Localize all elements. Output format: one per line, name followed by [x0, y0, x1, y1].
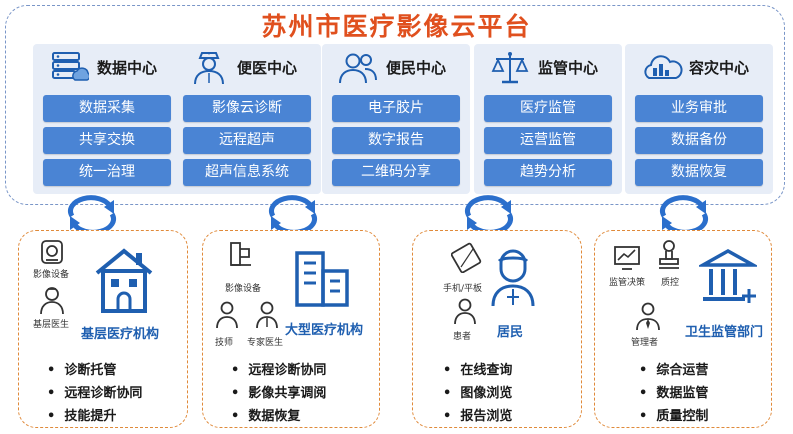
sync-arrows-icon [465, 195, 513, 234]
imaging-device-icon [41, 240, 63, 264]
center-item[interactable]: 趋势分析 [484, 159, 612, 186]
sync-arrows-icon [269, 195, 317, 234]
doctor-icon [194, 52, 224, 85]
center-card-public: 便民中心 电子胶片 数字报告 二维码分享 [322, 44, 470, 194]
actor-label: 管理者 [631, 338, 659, 348]
clinic-building-icon [95, 248, 153, 313]
doctor-icon [40, 287, 64, 315]
entity-card-large-hospital: 影像设备 技师 专家医生 大型医疗机构 远程诊断协同 影像共享调阅 数据恢复 [202, 230, 380, 428]
specialist-doctor-icon [256, 301, 278, 329]
quality-stamp-icon [659, 240, 679, 269]
feature-item: 远程诊断协同 [47, 382, 142, 405]
center-item[interactable]: 共享交换 [43, 127, 171, 154]
center-title: 容灾中心 [689, 59, 750, 77]
feature-list: 诊断托管 远程诊断协同 技能提升 [47, 359, 142, 428]
center-item[interactable]: 统一治理 [43, 159, 171, 186]
center-title: 便医中心 [237, 59, 298, 77]
actor-label: 手机/平板 [443, 284, 483, 294]
people-icon [339, 53, 377, 84]
center-item[interactable]: 数据恢复 [635, 159, 763, 186]
center-card-doctor: 便医中心 影像云诊断 远程超声 超声信息系统 [173, 44, 321, 194]
center-item[interactable]: 远程超声 [183, 127, 311, 154]
actor-label: 专家医生 [247, 338, 284, 348]
center-item[interactable]: 数字报告 [332, 127, 460, 154]
feature-item: 影像共享调阅 [231, 382, 326, 405]
center-title: 监管中心 [538, 59, 599, 77]
sync-arrows-icon [660, 195, 708, 234]
center-item[interactable]: 医疗监管 [484, 95, 612, 122]
center-item[interactable]: 超声信息系统 [183, 159, 311, 186]
actor-label: 监管决策 [609, 278, 646, 288]
resident-icon [491, 249, 535, 307]
actor-label: 技师 [215, 338, 234, 348]
cloud-backup-icon [644, 55, 683, 79]
center-title: 便民中心 [386, 59, 447, 77]
entity-card-resident: 手机/平板 患者 居民 在线查询 图像浏览 报告浏览 [412, 230, 582, 428]
server-cloud-icon [52, 52, 89, 81]
feature-list: 远程诊断协同 影像共享调阅 数据恢复 [231, 359, 326, 428]
feature-item: 数据恢复 [231, 405, 326, 428]
center-card-disaster-recovery: 容灾中心 业务审批 数据备份 数据恢复 [625, 44, 773, 194]
feature-item: 图像浏览 [443, 382, 512, 405]
feature-item: 综合运营 [639, 359, 708, 382]
feature-item: 数据监管 [639, 382, 708, 405]
platform-title: 苏州市医疗影像云平台 [261, 12, 532, 41]
feature-list: 在线查询 图像浏览 报告浏览 [443, 359, 512, 428]
decision-chart-icon [614, 246, 640, 270]
actor-label: 基层医生 [33, 320, 70, 330]
feature-item: 报告浏览 [443, 405, 512, 428]
center-title: 数据中心 [97, 59, 158, 77]
feature-item: 在线查询 [443, 359, 512, 382]
entity-name: 居民 [497, 325, 524, 340]
imaging-device-icon [230, 242, 251, 266]
entity-name: 卫生监管部门 [685, 325, 764, 340]
feature-item: 远程诊断协同 [231, 359, 326, 382]
technician-icon [216, 301, 238, 329]
entity-card-health-authority: 监管决策 质控 管理者 卫生监管部门 综合运营 数据监管 质量控制 [594, 230, 772, 428]
center-card-data: 数据中心 数据采集 共享交换 统一治理 [33, 44, 181, 194]
actor-label: 影像设备 [33, 270, 70, 280]
feature-item: 质量控制 [639, 405, 708, 428]
feature-item: 技能提升 [47, 405, 142, 428]
center-item[interactable]: 影像云诊断 [183, 95, 311, 122]
sync-arrows-icon [68, 195, 116, 234]
government-building-icon [699, 248, 757, 303]
entity-card-primary-care: 影像设备 基层医生 基层医疗机构 诊断托管 远程诊断协同 技能提升 [18, 230, 188, 428]
patient-icon [454, 298, 476, 325]
center-card-supervision: 监管中心 医疗监管 运营监管 趋势分析 [474, 44, 622, 194]
mobile-tablet-icon [451, 242, 482, 273]
entity-name: 大型医疗机构 [285, 323, 364, 338]
entity-name: 基层医疗机构 [81, 327, 160, 342]
center-item[interactable]: 业务审批 [635, 95, 763, 122]
hospital-building-icon [295, 251, 349, 307]
center-item[interactable]: 运营监管 [484, 127, 612, 154]
actor-label: 质控 [661, 278, 680, 288]
manager-icon [636, 302, 660, 331]
feature-item: 诊断托管 [47, 359, 142, 382]
actor-label: 患者 [453, 332, 472, 342]
center-item[interactable]: 二维码分享 [332, 159, 460, 186]
scales-icon [491, 52, 529, 84]
actor-label: 影像设备 [225, 284, 262, 294]
center-item[interactable]: 数据备份 [635, 127, 763, 154]
center-item[interactable]: 电子胶片 [332, 95, 460, 122]
feature-list: 综合运营 数据监管 质量控制 [639, 359, 708, 428]
center-item[interactable]: 数据采集 [43, 95, 171, 122]
